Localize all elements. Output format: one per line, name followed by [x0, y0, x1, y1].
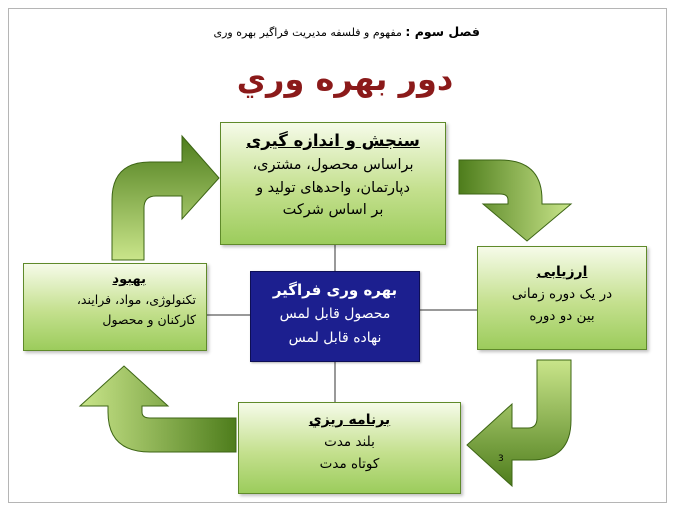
- measure-line-3: بر اساس شرکت: [282, 202, 384, 218]
- evaluation-line-1: در یک دوره زمانی: [511, 286, 613, 302]
- evaluation-line-2: بین دو دوره: [529, 308, 595, 324]
- center-heading: بهره وری فراگیر: [272, 281, 398, 299]
- measure-heading: سنجش و اندازه گیری: [246, 131, 420, 150]
- arrow-measure-to-eval: [458, 159, 573, 242]
- improvement-heading: بهبود: [112, 272, 146, 287]
- evaluation-heading: ارزیابی: [536, 264, 588, 280]
- measure-line-1: براساس محصول، مشتری،: [252, 157, 414, 173]
- measure-line-2: دپارتمان، واحدهای تولید و: [256, 179, 410, 196]
- footnote-mark: 3: [498, 454, 504, 464]
- chapter-label: فصل سوم :: [405, 24, 480, 39]
- improvement-box: بهبود تکنولوژی، مواد، فرایند، کارکنان و …: [23, 263, 207, 351]
- arrow-improve-to-measure: [111, 134, 220, 261]
- planning-line-2: کوتاه مدت: [319, 456, 380, 472]
- chapter-header: فصل سوم : مفهوم و فلسفه مدیریت فراگیر به…: [150, 24, 480, 39]
- improvement-line-1: تکنولوژی، مواد، فرایند،: [76, 292, 196, 307]
- diagram-title: دور بهره وري: [236, 60, 454, 98]
- planning-heading: برنامه ریزي: [308, 412, 391, 428]
- chapter-subject: مفهوم و فلسفه مدیریت فراگیر بهره وری: [213, 26, 402, 39]
- evaluation-box: ارزیابی در یک دوره زمانی بین دو دوره: [477, 246, 647, 350]
- center-line-1: محصول قابل لمس: [279, 306, 391, 322]
- planning-box: برنامه ریزي بلند مدت کوتاه مدت: [238, 402, 461, 494]
- center-line-2: نهاده قابل لمس: [288, 330, 382, 346]
- arrow-eval-to-plan: [466, 359, 572, 488]
- arrow-plan-to-improve: [78, 365, 237, 453]
- improvement-line-2: کارکنان و محصول: [102, 312, 196, 327]
- center-box: بهره وری فراگیر محصول قابل لمس نهاده قاب…: [250, 271, 420, 362]
- planning-line-1: بلند مدت: [324, 434, 375, 450]
- slide-frame: [8, 8, 667, 503]
- measure-box: سنجش و اندازه گیری براساس محصول، مشتری، …: [220, 122, 446, 245]
